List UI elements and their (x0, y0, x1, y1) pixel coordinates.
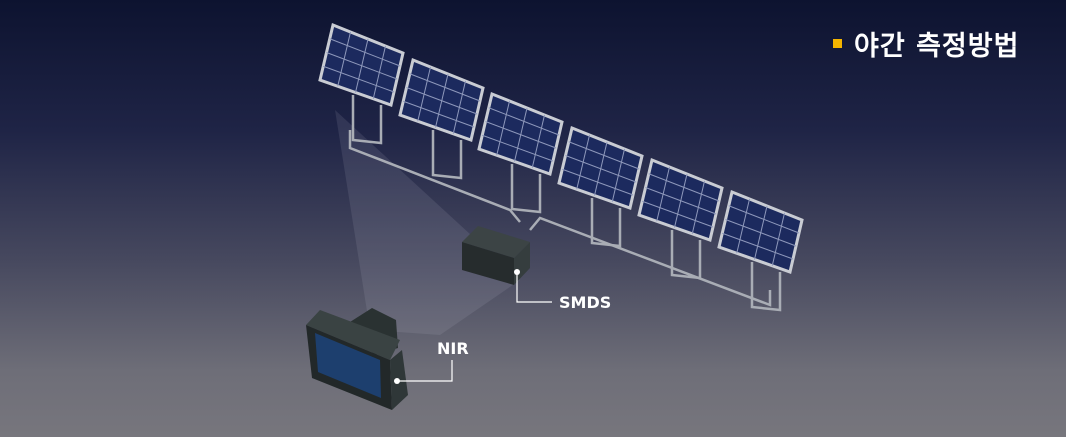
wiring (348, 95, 782, 312)
solar-panel-array (318, 22, 804, 274)
nir-label: NIR (437, 339, 469, 358)
solar-panel (717, 189, 804, 274)
bullet-icon (833, 39, 842, 48)
page-title: 야간 측정방법 (833, 24, 1019, 63)
panel-wire (431, 130, 463, 180)
panel-wire (351, 95, 383, 145)
smds-label: SMDS (559, 293, 612, 312)
panel-wire (750, 262, 782, 312)
solar-panel (477, 91, 564, 176)
trunk-wire (348, 130, 521, 223)
solar-panel (318, 22, 405, 107)
title-text: 야간 측정방법 (854, 31, 1020, 62)
panel-wire (670, 230, 702, 280)
panel-wire (590, 198, 622, 248)
nir-camera (306, 308, 453, 410)
camera-field-of-view (335, 110, 520, 335)
solar-panel (637, 157, 724, 242)
solar-panel (398, 57, 485, 142)
trunk-wire (529, 216, 772, 307)
solar-panel (557, 125, 644, 210)
smds-device (462, 226, 552, 303)
panel-wire (510, 164, 542, 214)
